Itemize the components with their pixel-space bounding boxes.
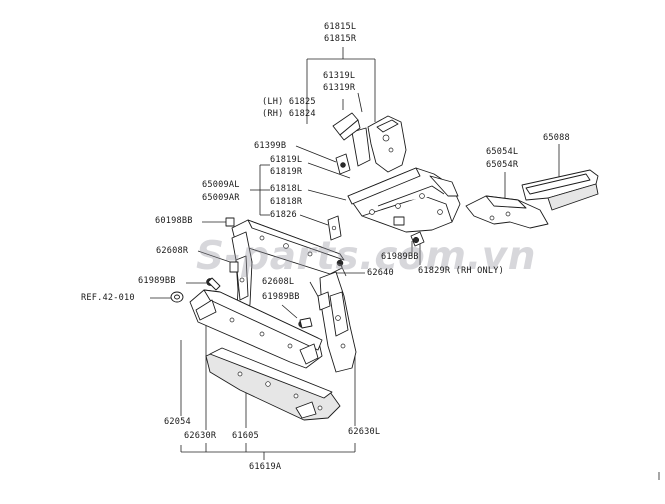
gusset-part: [332, 112, 361, 141]
label-61399b: 61399B: [254, 141, 287, 151]
apron-upper-part: [351, 115, 407, 173]
label-61989bb-mid: 61989BB: [262, 292, 300, 302]
grommet-ref: [170, 291, 184, 303]
label-60198bb: 60198BB: [155, 216, 193, 226]
label-65054r: 65054R: [486, 160, 519, 170]
label-62608l: 62608L: [262, 277, 295, 287]
label-65009al: 65009AL: [202, 180, 240, 190]
label-61826: 61826: [270, 210, 297, 220]
side-member: [347, 167, 461, 233]
label-ref-42-010: REF.42-010: [81, 293, 135, 303]
label-65054l: 65054L: [486, 147, 519, 157]
label-65009ar: 65009AR: [202, 193, 240, 203]
plate-61826: [327, 215, 342, 241]
label-61619a: 61619A: [249, 462, 282, 472]
rear-members: [465, 169, 599, 229]
under-cover: [205, 347, 341, 421]
label-62630l: 62630L: [348, 427, 381, 437]
bolt-62640: [336, 259, 347, 277]
label-61819r: 61819R: [270, 167, 303, 177]
watermark-text: S-parts.com.vn: [196, 234, 536, 279]
bumper-reinforcement: [189, 289, 323, 369]
label-61815l: 61815L: [324, 22, 357, 32]
label-61818r: 61818R: [270, 197, 303, 207]
leader-lines: [150, 47, 560, 460]
label-62630r: 62630R: [184, 431, 217, 441]
label-62640: 62640: [367, 268, 394, 278]
label-65088: 65088: [543, 133, 570, 143]
label-62608r: 62608R: [156, 246, 189, 256]
label-61319l: 61319L: [323, 71, 356, 81]
label-62054: 62054: [164, 417, 191, 427]
label-61989bb-right: 61989BB: [381, 252, 419, 262]
fasteners: [206, 217, 420, 329]
label-61825: (LH) 61825: [262, 97, 316, 107]
label-61829r: 61829R (RH ONLY): [418, 266, 504, 276]
bracket-61399b: [335, 153, 351, 175]
label-61824: (RH) 61824: [262, 109, 316, 119]
label-61815r: 61815R: [324, 34, 357, 44]
label-61319r: 61319R: [323, 83, 356, 93]
label-61989bb-left: 61989BB: [138, 276, 176, 286]
label-61818l: 61818L: [270, 184, 303, 194]
label-61819l: 61819L: [270, 155, 303, 165]
label-61605: 61605: [232, 431, 259, 441]
